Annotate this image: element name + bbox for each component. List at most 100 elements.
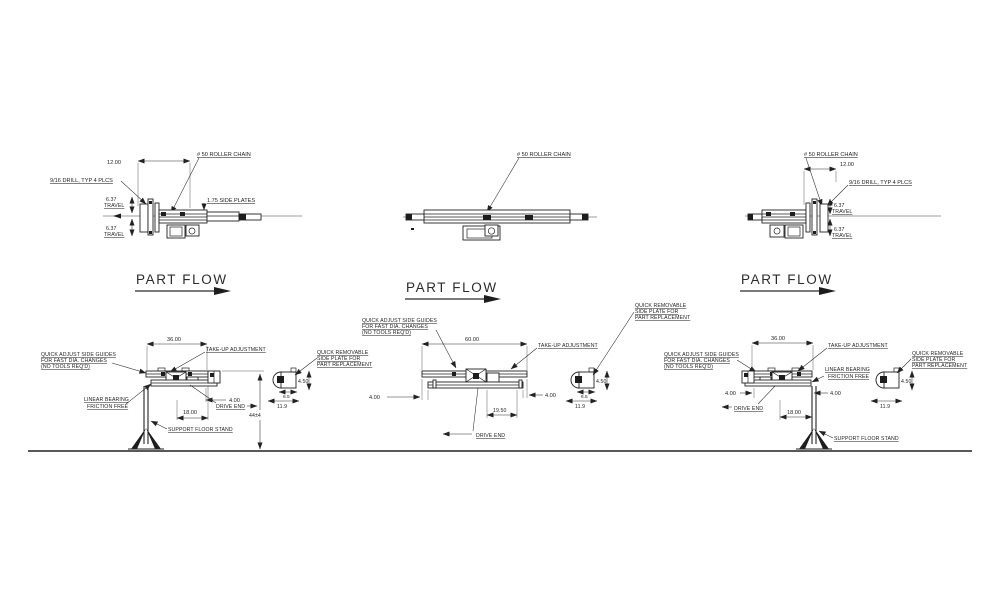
side-plates-label: 1.75 SIDE PLATES (207, 198, 255, 204)
quick-removable-line3: PART REPLACEMENT (912, 363, 968, 369)
dim-36-label: 36.00 (771, 336, 785, 342)
dim-119-label: 11.9 (277, 404, 287, 410)
chain-takeup-assembly-mirrored (747, 198, 829, 239)
leader-line (111, 362, 147, 374)
top-center-side-elevation: # 50 ROLLER CHAIN (403, 152, 597, 241)
leader-line (805, 157, 823, 207)
quick-adjust-line1: QUICK ADJUST SIDE GUIDES (41, 352, 116, 358)
quick-removable-line2: SIDE PLATE FOR (912, 357, 956, 363)
linear-bearing-line2: FRICTION FREE (828, 374, 870, 380)
dim-18-label: 18.00 (787, 410, 801, 416)
conveyor-side-body (741, 367, 813, 387)
dim-450-label: 4.50 (298, 379, 309, 385)
part-flow-left: PART FLOW (135, 272, 231, 295)
part-flow-arrow-head (214, 287, 231, 295)
quick-adjust-line3: (NO TOOLS REQ'D) (41, 364, 90, 370)
dim-4-right-label: 4.00 (830, 391, 841, 397)
dim-4-label: 4.00 (229, 398, 240, 404)
quick-removable-line3: PART REPLACEMENT (317, 362, 373, 368)
leader-line (120, 180, 147, 205)
travel-word-bottom: TRAVEL (832, 233, 852, 239)
quick-removable-line2: SIDE PLATE FOR (317, 356, 361, 362)
travel-value-bottom: 6.37 (106, 226, 117, 232)
travel-word-top: TRAVEL (832, 209, 852, 215)
quick-adjust-line2: FOR FAST DIA. CHANGES (664, 358, 730, 364)
part-flow-arrow-head (484, 295, 501, 303)
quick-adjust-line1: QUICK ADJUST SIDE GUIDES (664, 352, 739, 358)
drive-end-label: DRIVE END (476, 433, 505, 439)
quick-adjust-line3: (NO TOOLS REQ'D) (362, 330, 411, 336)
floor-height-label: 44±4 (249, 413, 261, 419)
leader-line (150, 420, 168, 430)
travel-value-top: 6.37 (834, 203, 845, 209)
leader-line (818, 430, 834, 439)
roller-cross-section (875, 367, 900, 389)
support-stand-label: SUPPORT FLOOR STAND (834, 436, 899, 442)
dim-12-label: 12.00 (107, 160, 121, 166)
bottom-center-elevation: QUICK ADJUST SIDE GUIDES FOR FAST DIA. C… (362, 303, 691, 439)
roller-cross-section (272, 367, 297, 389)
take-up-label: TAKE-UP ADJUSTMENT (828, 343, 889, 349)
dim-195-label: 19.50 (493, 408, 506, 414)
part-flow-label: PART FLOW (406, 280, 498, 295)
roller-chain-label: # 50 ROLLER CHAIN (517, 152, 571, 158)
drive-end-label: DRIVE END (216, 404, 245, 410)
leader-line (294, 357, 318, 376)
top-right-end-elevation: # 50 ROLLER CHAIN 12.00 9/16 DRILL, TYP … (745, 152, 941, 239)
dim-4-left-label: 4.00 (369, 395, 380, 401)
linear-bearing-line2: FRICTION FREE (87, 404, 129, 410)
quick-adjust-line1: QUICK ADJUST SIDE GUIDES (362, 318, 437, 324)
leader-line (125, 383, 152, 405)
drive-end-label: DRIVE END (734, 406, 763, 412)
linear-bearing-line1: LINEAR BEARING (84, 397, 129, 403)
take-up-label: TAKE-UP ADJUSTMENT (206, 347, 267, 353)
dim-450-label: 4.50 (596, 379, 607, 385)
quick-removable-line1: QUICK REMOVABLE (317, 350, 369, 356)
leader-line (736, 359, 757, 373)
centerline-tick (113, 213, 121, 219)
leader-line (592, 311, 635, 376)
dim-65-label: 6.5 (283, 394, 290, 400)
floor-stand (128, 386, 164, 450)
travel-value-top: 6.37 (106, 197, 117, 203)
chain-takeup-assembly (139, 198, 262, 239)
quick-adjust-line2: FOR FAST DIA. CHANGES (362, 324, 428, 330)
quick-adjust-line2: FOR FAST DIA. CHANGES (41, 358, 107, 364)
leader-line (169, 351, 206, 373)
top-left-end-elevation: 12.00 # 50 ROLLER CHAIN 9/16 DRILL, TYP … (50, 152, 302, 239)
leader-line (486, 157, 520, 213)
quick-removable-line1: QUICK REMOVABLE (912, 351, 964, 357)
leader-line (189, 384, 217, 404)
roller-chain-label: # 50 ROLLER CHAIN (804, 152, 858, 158)
roller-chain-label: # 50 ROLLER CHAIN (197, 152, 251, 158)
travel-word-top: TRAVEL (104, 203, 124, 209)
part-flow-center: PART FLOW (405, 280, 501, 303)
drill-note-label: 9/16 DRILL, TYP 4 PLCS (50, 178, 113, 184)
drill-note-label: 9/16 DRILL, TYP 4 PLCS (849, 180, 912, 186)
leader-line (757, 385, 776, 405)
dim-18-label: 18.00 (183, 410, 197, 416)
part-flow-right: PART FLOW (740, 272, 836, 295)
conveyor-side-body (421, 368, 528, 389)
conveyor-side-body (145, 367, 221, 387)
leader-line (797, 347, 828, 372)
part-flow-label: PART FLOW (136, 272, 228, 287)
travel-value-bottom: 6.37 (834, 227, 845, 233)
bottom-right-elevation: QUICK ADJUST SIDE GUIDES FOR FAST DIA. C… (664, 336, 968, 450)
dim-12-label: 12.00 (840, 162, 854, 168)
dim-36-label: 36.00 (167, 337, 181, 343)
travel-word-bottom: TRAVEL (104, 232, 124, 238)
quick-removable-line1: QUICK REMOVABLE (635, 303, 687, 309)
quick-removable-line3: PART REPLACEMENT (635, 315, 691, 321)
part-flow-arrow-head (819, 287, 836, 295)
leader-line (435, 329, 457, 369)
leader-line (472, 387, 479, 432)
part-flow-label: PART FLOW (741, 272, 833, 287)
support-stand-label: SUPPORT FLOOR STAND (168, 427, 233, 433)
floor-stand (796, 386, 832, 450)
dim-450-label: 4.50 (901, 379, 912, 385)
leader-line (896, 358, 912, 374)
quick-removable-line2: SIDE PLATE FOR (635, 309, 679, 315)
